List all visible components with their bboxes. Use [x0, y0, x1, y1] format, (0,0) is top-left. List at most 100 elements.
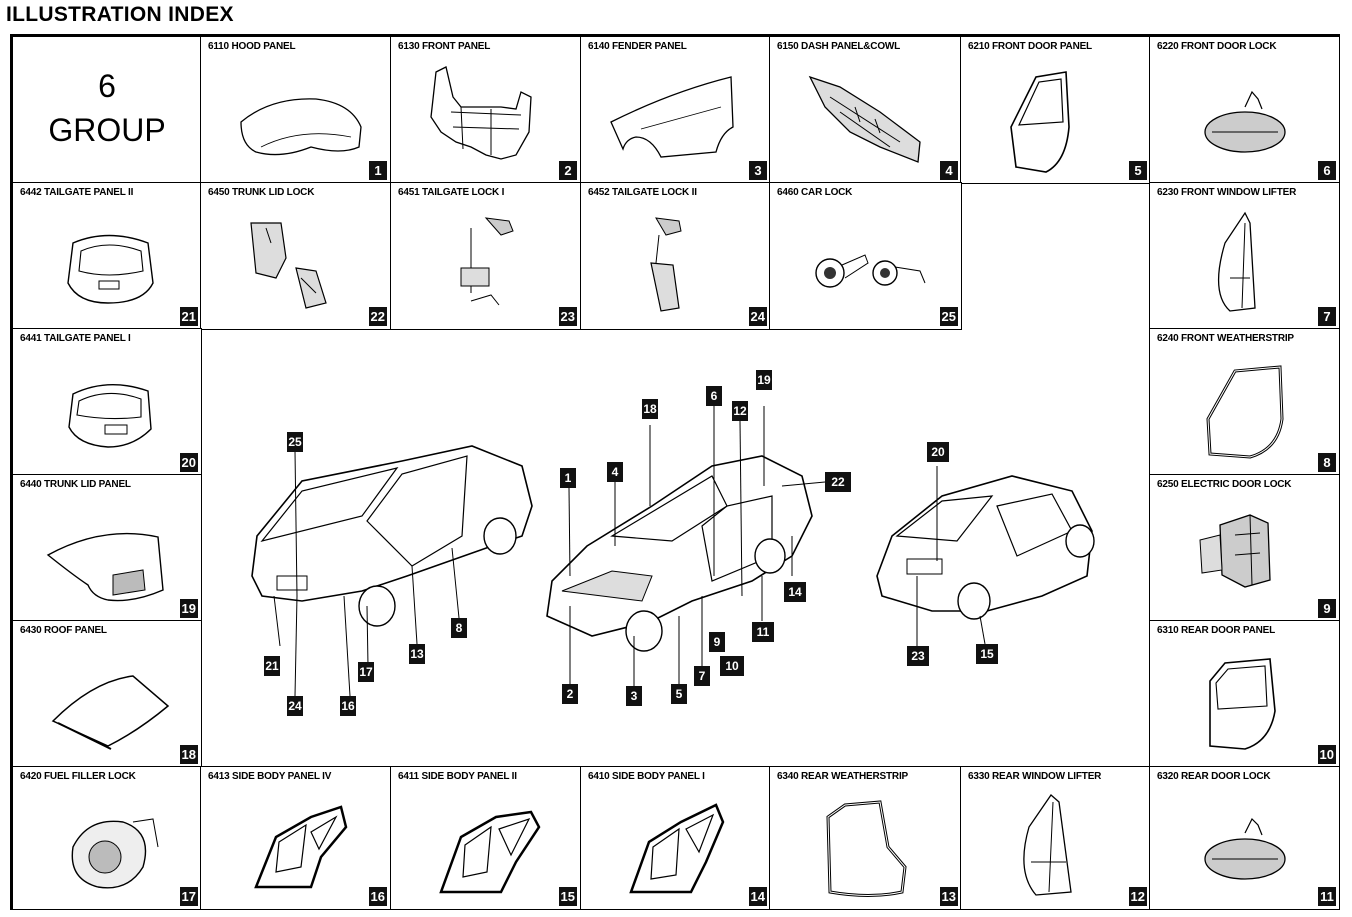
callout-marker[interactable]: 10: [720, 656, 744, 676]
index-cell-side-body-panel-4[interactable]: 6413 SIDE BODY PANEL IV 16: [200, 766, 391, 910]
callout-marker[interactable]: 20: [927, 442, 949, 462]
callout-marker[interactable]: 8: [451, 618, 467, 638]
item-number-badge: 18: [179, 745, 198, 764]
cell-label: 6150 DASH PANEL&COWL: [777, 41, 901, 52]
window-lifter-icon: [1023, 794, 1072, 896]
lock-mechanism-icon: [250, 222, 327, 309]
index-cell-front-door-lock[interactable]: 6220 FRONT DOOR LOCK 6: [1149, 36, 1340, 184]
index-cell-tailgate-panel-1[interactable]: 6441 TAILGATE PANEL I 20: [12, 328, 202, 476]
item-number-badge: 2: [559, 161, 577, 180]
index-cell-car-lock[interactable]: 6460 CAR LOCK 25: [769, 182, 962, 330]
callout-marker[interactable]: 19: [756, 370, 772, 390]
index-cell-electric-door-lock[interactable]: 6250 ELECTRIC DOOR LOCK 9: [1149, 474, 1340, 622]
wagon-car-icon: [251, 445, 533, 627]
item-number-badge: 17: [179, 887, 198, 906]
item-number-badge: 11: [1318, 887, 1336, 906]
cell-label: 6430 ROOF PANEL: [20, 625, 107, 636]
callout-marker[interactable]: 23: [907, 646, 929, 666]
item-number-badge: 19: [179, 599, 198, 618]
tailgate-icon: [68, 383, 152, 448]
callout-marker[interactable]: 11: [752, 622, 774, 642]
item-number-badge: 24: [748, 307, 767, 326]
dash-panel-icon: [808, 75, 921, 163]
index-cell-rear-door-panel[interactable]: 6310 REAR DOOR PANEL 10: [1149, 620, 1340, 768]
callout-marker[interactable]: 25: [287, 432, 303, 452]
fender-icon: [610, 76, 734, 158]
item-number-badge: 21: [179, 307, 198, 326]
door-handle-icon: [1204, 90, 1286, 153]
cell-label: 6411 SIDE BODY PANEL II: [398, 771, 517, 782]
cell-label: 6250 ELECTRIC DOOR LOCK: [1157, 479, 1292, 490]
callout-marker[interactable]: 5: [671, 684, 687, 704]
index-cell-tailgate-lock-1[interactable]: 6451 TAILGATE LOCK I 23: [390, 182, 581, 330]
callout-marker[interactable]: 22: [825, 472, 851, 492]
callout-marker[interactable]: 14: [784, 582, 806, 602]
index-cell-fender-panel[interactable]: 6140 FENDER PANEL 3: [580, 36, 771, 184]
index-cell-front-weatherstrip[interactable]: 6240 FRONT WEATHERSTRIP 8: [1149, 328, 1340, 476]
cell-label: 6240 FRONT WEATHERSTRIP: [1157, 333, 1294, 344]
callout-marker[interactable]: 2: [562, 684, 578, 704]
item-number-badge: 23: [558, 307, 577, 326]
index-cell-trunk-lid-panel[interactable]: 6440 TRUNK LID PANEL 19: [12, 474, 202, 622]
index-cell-front-door-panel[interactable]: 6210 FRONT DOOR PANEL 5: [960, 36, 1151, 184]
index-cell-tailgate-panel-2[interactable]: 6442 TAILGATE PANEL II 21: [12, 182, 202, 330]
cell-label: 6230 FRONT WINDOW LIFTER: [1157, 187, 1297, 198]
cell-label: 6441 TAILGATE PANEL I: [20, 333, 131, 344]
door-panel-icon: [1010, 71, 1070, 173]
index-cell-side-body-panel-1[interactable]: 6410 SIDE BODY PANEL I 14: [580, 766, 771, 910]
callout-marker[interactable]: 3: [626, 686, 642, 706]
window-lifter-icon: [1217, 211, 1256, 312]
cars-illustration: [251, 406, 1095, 697]
index-cell-roof-panel[interactable]: 6430 ROOF PANEL 18: [12, 620, 202, 768]
tailgate-icon: [67, 234, 154, 304]
item-number-badge: 6: [1318, 161, 1336, 180]
side-body-icon: [254, 805, 348, 889]
callout-marker[interactable]: 24: [287, 696, 303, 716]
cell-label: 6140 FENDER PANEL: [588, 41, 687, 52]
item-number-badge: 12: [1128, 887, 1147, 906]
hatchback-car-icon: [876, 475, 1095, 620]
item-number-badge: 4: [940, 161, 958, 180]
leader-lines: [273, 406, 986, 697]
callout-marker[interactable]: 9: [709, 632, 725, 652]
callout-marker[interactable]: 18: [642, 399, 658, 419]
callout-marker[interactable]: 6: [706, 386, 722, 406]
item-number-badge: 5: [1129, 161, 1147, 180]
cell-label: 6110 HOOD PANEL: [208, 41, 296, 52]
index-cell-rear-weatherstrip[interactable]: 6340 REAR WEATHERSTRIP 13: [769, 766, 962, 910]
weatherstrip-icon: [1206, 365, 1284, 459]
index-cell-fuel-filler-lock[interactable]: 6420 FUEL FILLER LOCK 17: [12, 766, 202, 910]
item-number-badge: 25: [939, 307, 958, 326]
group-word: GROUP: [48, 112, 166, 148]
index-cell-side-body-panel-2[interactable]: 6411 SIDE BODY PANEL II 15: [390, 766, 581, 910]
lock-mechanism-icon: [650, 217, 682, 312]
callout-marker[interactable]: 15: [976, 644, 998, 664]
hood-icon: [240, 98, 362, 156]
trunk-lid-icon: [46, 532, 164, 602]
callout-marker[interactable]: 17: [358, 662, 374, 682]
index-cell-tailgate-lock-2[interactable]: 6452 TAILGATE LOCK II 24: [580, 182, 771, 330]
door-handle-icon: [1204, 817, 1286, 880]
cell-label: 6450 TRUNK LID LOCK: [208, 187, 315, 198]
item-number-badge: 7: [1318, 307, 1336, 326]
callout-marker[interactable]: 16: [340, 696, 356, 716]
page-title: ILLUSTRATION INDEX: [6, 3, 234, 26]
index-cell-rear-window-lifter[interactable]: 6330 REAR WINDOW LIFTER 12: [960, 766, 1151, 910]
fuel-filler-icon: [71, 818, 159, 889]
callout-marker[interactable]: 13: [409, 644, 425, 664]
illustration-index-frame: 6 GROUP 6110 HOOD PANEL 1 6130 FRONT PAN…: [10, 34, 1340, 910]
index-cell-dash-panel[interactable]: 6150 DASH PANEL&COWL 4: [769, 36, 962, 184]
callout-marker[interactable]: 21: [264, 656, 280, 676]
callout-marker[interactable]: 1: [560, 468, 576, 488]
callout-marker[interactable]: 4: [607, 462, 623, 482]
cell-label: 6440 TRUNK LID PANEL: [20, 479, 131, 490]
cell-label: 6452 TAILGATE LOCK II: [588, 187, 697, 198]
weatherstrip-icon: [826, 800, 907, 897]
callout-marker[interactable]: 7: [694, 666, 710, 686]
index-cell-rear-door-lock[interactable]: 6320 REAR DOOR LOCK 11: [1149, 766, 1340, 910]
callout-marker[interactable]: 12: [732, 401, 748, 421]
side-body-icon: [629, 803, 725, 894]
item-number-badge: 15: [558, 887, 577, 906]
side-body-icon: [439, 810, 541, 894]
item-number-badge: 9: [1318, 599, 1336, 618]
